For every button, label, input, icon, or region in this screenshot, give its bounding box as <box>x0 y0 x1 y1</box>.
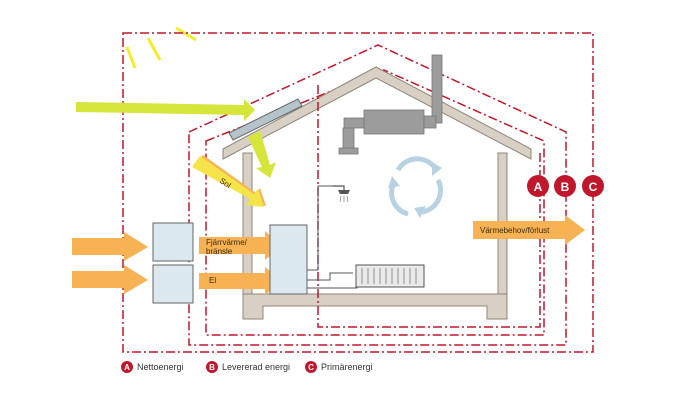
ventilation-unit-icon <box>338 54 443 155</box>
badge-b <box>554 175 576 197</box>
radiator-icon <box>355 264 425 288</box>
heat-loss-label: Värmebehov/förlust <box>480 226 550 235</box>
district-heating-meter <box>152 222 194 262</box>
badge-b-letter: B <box>561 180 570 194</box>
legend-item-a-badge: A <box>124 363 130 372</box>
badge-c-letter: C <box>589 180 598 194</box>
legend-item-b: B Levererad energi <box>206 361 290 373</box>
badge-a <box>527 175 549 197</box>
sol-arrow <box>192 155 266 207</box>
boundary-badges: A B C <box>527 175 604 197</box>
sun-reflected-arrow <box>248 131 276 178</box>
legend-item-b-label: Levererad energi <box>222 362 290 372</box>
sun-incoming-arrow <box>76 99 255 121</box>
legend-item-a: A Nettoenergi <box>121 361 184 373</box>
district-heating-arrow <box>199 231 282 260</box>
legend-item-c-badge: C <box>308 363 314 372</box>
district-heating-incoming-arrow <box>72 232 148 261</box>
district-heating-label-line2: bränsle <box>206 247 233 256</box>
boundary-b <box>188 44 567 346</box>
heating-pipes <box>307 185 358 289</box>
legend-item-b-badge: B <box>209 363 215 372</box>
shower-head-icon <box>333 185 350 203</box>
legend: A Nettoenergi B Levererad energi C Primä… <box>121 361 373 373</box>
electricity-incoming-arrow <box>72 265 148 294</box>
sun-rays-icon <box>125 26 197 69</box>
circulation-arrowheads <box>388 162 442 218</box>
badge-a-letter: A <box>534 180 543 194</box>
district-heating-label-line1: Fjärrvärme/ <box>206 238 248 247</box>
electricity-label: El <box>209 276 216 285</box>
heating-unit <box>269 224 308 295</box>
electricity-meter <box>152 264 194 304</box>
electricity-arrow <box>199 267 282 295</box>
legend-item-c-label: Primärenergi <box>321 362 373 372</box>
heat-loss-arrow <box>473 215 585 245</box>
legend-item-a-label: Nettoenergi <box>137 362 184 372</box>
solar-panel <box>228 98 303 141</box>
circulation-cycle-icon <box>389 156 444 217</box>
badge-c <box>582 175 604 197</box>
legend-item-c: C Primärenergi <box>305 361 373 373</box>
